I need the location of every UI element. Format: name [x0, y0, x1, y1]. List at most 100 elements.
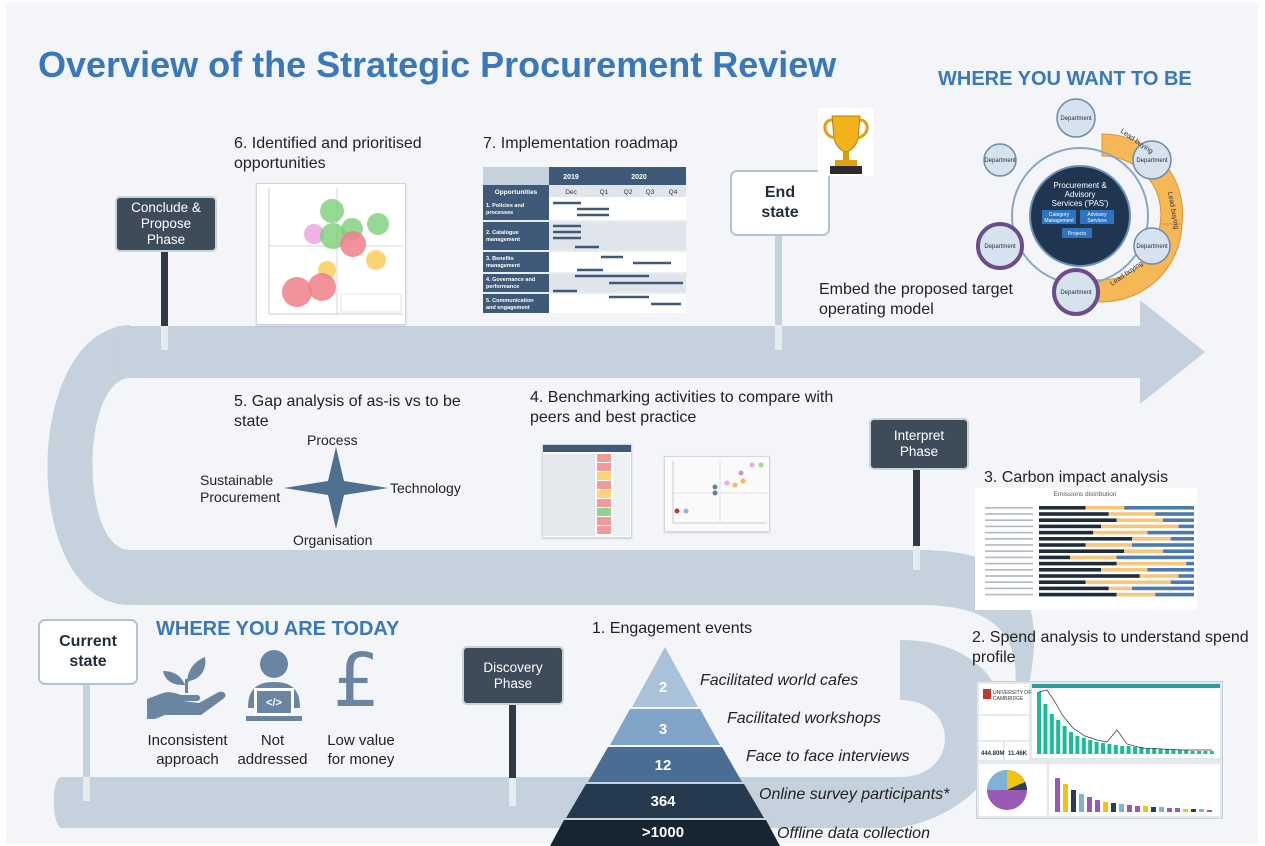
- emissions-bar-segment: [1039, 549, 1125, 553]
- emissions-bar-segment: [1101, 568, 1148, 572]
- emissions-bar-segment: [1070, 555, 1117, 560]
- pyramid-tier-interviews: [588, 747, 742, 782]
- emissions-bar-segment: [1039, 586, 1109, 591]
- pyramid-value: >1000: [642, 824, 684, 841]
- spend-bar: [1177, 750, 1182, 754]
- spend-kpi-value: 444.80M: [981, 751, 1004, 757]
- end-state-sign: End state: [730, 170, 830, 236]
- emissions-row-label: [985, 575, 1033, 577]
- emissions-bar-segment: [1039, 568, 1101, 572]
- step-7-label: 7. Implementation roadmap: [483, 135, 678, 152]
- roadmap-header: Opportunities: [495, 189, 538, 196]
- person-laptop-icon: </>: [246, 650, 302, 721]
- signpost-pole: [83, 682, 90, 777]
- emissions-bar-segment: [1147, 530, 1194, 535]
- department-node: Department: [1060, 116, 1092, 122]
- spend-kpi-value: 11.46K: [1008, 751, 1028, 757]
- pas-title: Services ('PAS'): [1052, 199, 1109, 208]
- spend-bar: [1069, 732, 1073, 754]
- emissions-bar-segment: [1085, 543, 1132, 547]
- step-4-label: 4. Benchmarking activities to compare wi…: [530, 389, 834, 426]
- spend-category-bar: [1143, 806, 1148, 812]
- step-6-label: 6. Identified and prioritised opportunit…: [234, 135, 422, 172]
- spend-bar: [1165, 749, 1169, 754]
- spend-bar: [1081, 738, 1086, 754]
- spend-bar: [1171, 750, 1176, 754]
- emissions-bar-segment: [1147, 568, 1194, 572]
- gap-analysis-star: [284, 447, 388, 529]
- emissions-row-label: [985, 507, 1033, 509]
- category-management-box: Management: [1044, 218, 1074, 224]
- pyramid-tier-survey: [566, 784, 764, 818]
- emissions-bar-segment: [1178, 524, 1194, 529]
- spend-category-bar: [1199, 809, 1204, 812]
- emissions-row-label: [985, 593, 1033, 596]
- emissions-distribution-thumbnail: Emissions distribution: [975, 488, 1197, 610]
- signpost-pole: [913, 546, 920, 570]
- emissions-row-label: [985, 556, 1033, 559]
- spend-bar: [1062, 726, 1067, 754]
- spend-category-bar: [1055, 778, 1060, 812]
- emissions-bar-segment: [1132, 543, 1194, 547]
- emissions-bar-segment: [1093, 530, 1148, 535]
- department-node: Department: [1136, 158, 1168, 164]
- emissions-row-label: [985, 544, 1033, 546]
- pas-title: Advisory: [1065, 190, 1096, 199]
- road-top: [112, 300, 1205, 404]
- emissions-row-label: [985, 513, 1033, 515]
- benchmarking-table-thumbnail: [542, 444, 632, 538]
- emissions-bar-segment: [1085, 580, 1171, 584]
- gap-organisation-label: Organisation: [293, 532, 373, 548]
- spend-category-bar: [1079, 794, 1084, 812]
- roadmap-row-label: 2. Catalogue: [486, 230, 519, 236]
- pyramid-label: Online survey participants*: [759, 786, 950, 803]
- pyramid-tier-workshops: [610, 709, 720, 745]
- emissions-title: Emissions distribution: [1054, 491, 1117, 498]
- gap-process-label: Process: [307, 432, 358, 448]
- emissions-bar-segment: [1039, 512, 1109, 516]
- emissions-bar-segment: [1124, 549, 1163, 553]
- spend-category-bar: [1103, 802, 1108, 812]
- emissions-bar-segment: [1132, 537, 1171, 541]
- emissions-bar-segment: [1155, 592, 1194, 597]
- spend-bar: [1088, 740, 1093, 754]
- spend-bar: [1139, 747, 1144, 754]
- roadmap-year: 2020: [631, 174, 647, 181]
- emissions-bar-segment: [1039, 524, 1101, 529]
- benchmarking-scatter-thumbnail: [664, 456, 770, 532]
- emissions-bar-segment: [1163, 518, 1194, 522]
- emissions-bar-segment: [1039, 518, 1117, 522]
- signpost-pole: [509, 702, 516, 778]
- code-glyph: </>: [266, 697, 282, 709]
- spend-bar: [1043, 704, 1048, 754]
- roadmap-row-label: processes: [486, 210, 513, 216]
- emissions-bar-segment: [1132, 586, 1194, 591]
- emissions-bar-segment: [1101, 524, 1179, 529]
- spend-bar: [1037, 692, 1041, 754]
- roadmap-year: 2019: [563, 174, 579, 181]
- pyramid-label: Facilitated world cafes: [700, 672, 859, 689]
- opportunities-matrix-thumbnail: [256, 183, 406, 325]
- spend-bar: [1107, 744, 1112, 754]
- road-middle: [130, 550, 930, 605]
- roadmap-period: Q4: [669, 189, 678, 196]
- hand-plant-icon: [147, 657, 226, 719]
- signpost-pole: [775, 235, 782, 325]
- roadmap-row-label: and engagement: [486, 305, 530, 311]
- spend-bar: [1197, 751, 1201, 754]
- spend-category-bar: [1095, 800, 1100, 812]
- roadmap-row-label: performance: [486, 284, 519, 290]
- spend-category-bar: [1207, 810, 1212, 812]
- emissions-bar-segment: [1139, 574, 1179, 578]
- emissions-bar-segment: [1108, 512, 1156, 516]
- implementation-roadmap-table: 2019 2020 Opportunities Dec Q1 Q2 Q3 Q4 …: [483, 167, 686, 313]
- end-state-label: End state: [761, 184, 799, 221]
- spend-category-bar: [1111, 803, 1116, 812]
- spend-bar: [1049, 714, 1054, 754]
- discovery-phase-sign: Discovery Phase: [462, 646, 564, 705]
- spend-bar: [1075, 736, 1080, 754]
- emissions-bar-segment: [1039, 592, 1117, 597]
- not-addressed-label: Not addressed: [237, 732, 308, 768]
